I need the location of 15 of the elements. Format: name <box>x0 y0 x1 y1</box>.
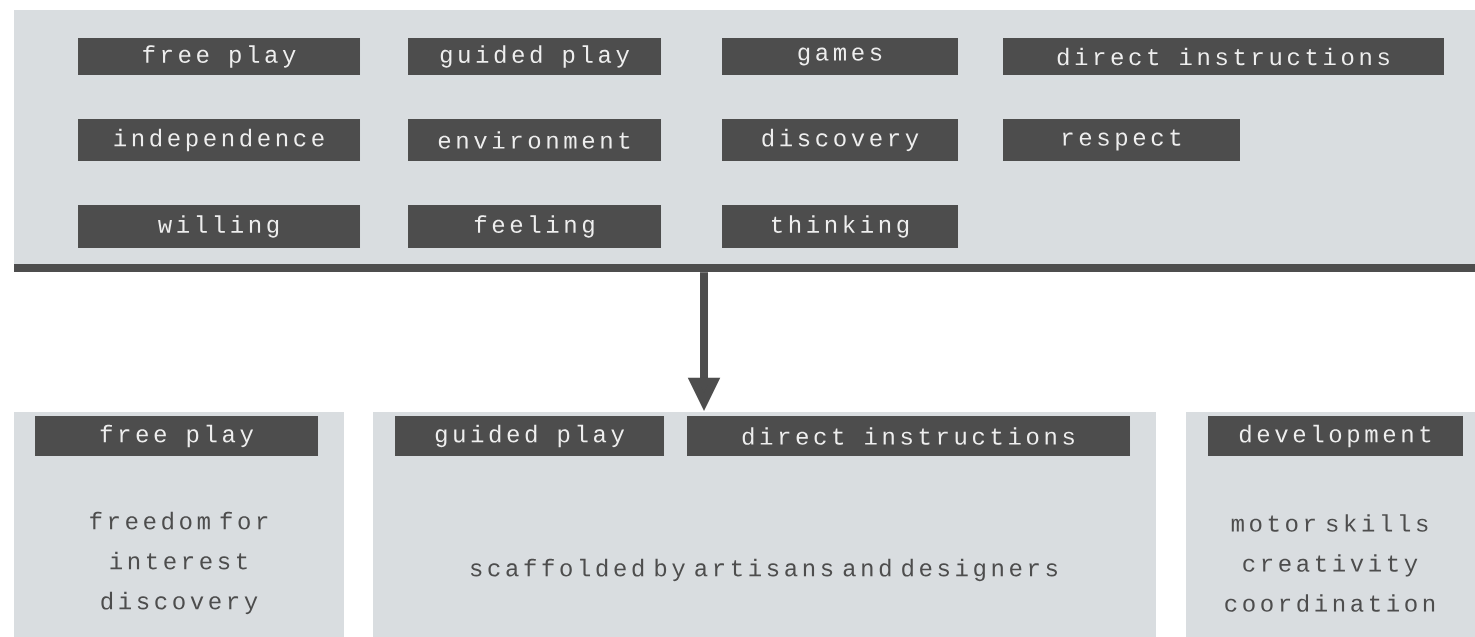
label-box: development <box>1208 416 1463 456</box>
label-box: direct instructions <box>1003 38 1444 75</box>
label-box: games <box>722 38 958 75</box>
label-box: free play <box>78 38 360 75</box>
label-box: feeling <box>408 205 661 248</box>
label-box: respect <box>1003 119 1240 161</box>
label-box: willing <box>78 205 360 248</box>
label-box: guided play <box>408 38 661 75</box>
label-box: discovery <box>722 119 958 161</box>
label-box: guided play <box>395 416 664 456</box>
label-box: thinking <box>722 205 958 248</box>
label-box: independence <box>78 119 360 161</box>
label-box: environment <box>408 119 661 161</box>
label-box: direct instructions <box>687 416 1130 456</box>
label-box: free play <box>35 416 318 456</box>
